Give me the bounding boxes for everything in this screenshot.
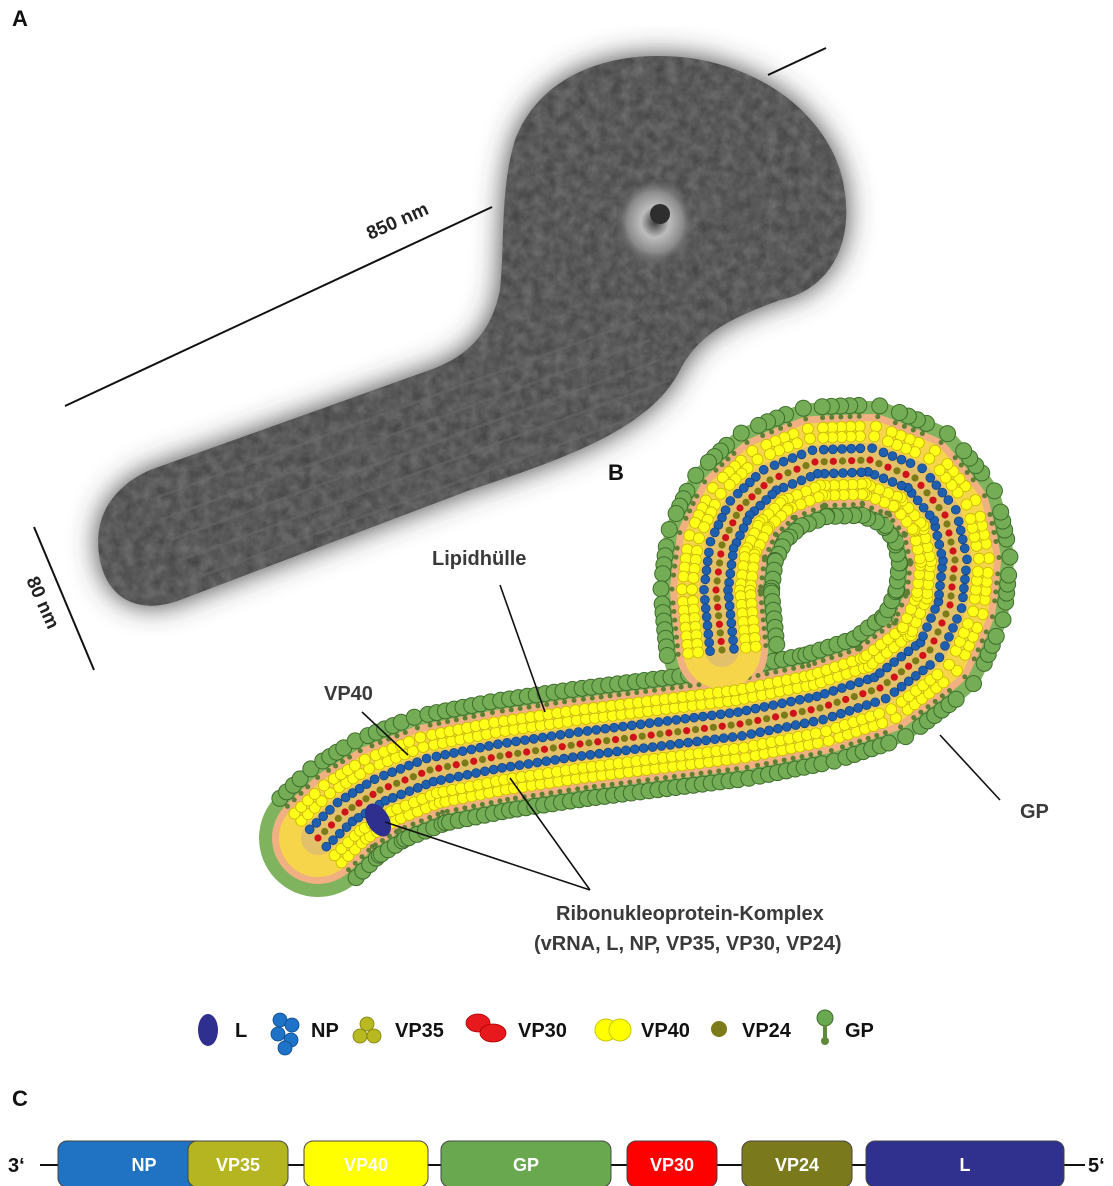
legend-label-vp35: VP35 bbox=[395, 1020, 444, 1042]
gp-spike bbox=[891, 405, 907, 421]
gp-spike bbox=[881, 735, 897, 751]
legend-np: NP bbox=[271, 1013, 339, 1055]
length-measure-label: 850 nm bbox=[363, 199, 431, 245]
gene-gp: GP bbox=[441, 1141, 611, 1186]
legend-vp40: VP40 bbox=[595, 1019, 690, 1042]
gp-spike bbox=[751, 417, 767, 433]
label-rnp-line1: Ribonukleoprotein-Komplex bbox=[556, 903, 824, 925]
label-lipid: Lipidhülle bbox=[432, 548, 526, 570]
gp-spike bbox=[872, 398, 888, 414]
legend-vp24: VP24 bbox=[711, 1020, 792, 1042]
legend-label-l: L bbox=[235, 1020, 247, 1042]
gene-vp35: VP35 bbox=[188, 1141, 288, 1186]
panel-c: C 3‘ 5‘ NP VP35 VP40 GP VP30 VP24 L bbox=[8, 1086, 1105, 1186]
gp-spike bbox=[655, 566, 671, 582]
gp-spike bbox=[986, 483, 1002, 499]
vp35-cluster-icon bbox=[353, 1017, 381, 1043]
gene-label: L bbox=[960, 1155, 971, 1175]
gp-spike bbox=[733, 425, 749, 441]
panel-b-label: B bbox=[608, 460, 624, 485]
gp-spike bbox=[659, 647, 675, 663]
gp-spike bbox=[898, 729, 914, 745]
panel-a-label: A bbox=[12, 6, 28, 31]
genome-3prime-label: 3‘ bbox=[8, 1155, 25, 1177]
gp-spike bbox=[993, 504, 1009, 520]
label-rnp-line2: (vRNA, L, NP, VP35, VP30, VP24) bbox=[534, 933, 842, 955]
label-gp: GP bbox=[1020, 801, 1049, 823]
genome-5prime-label: 5‘ bbox=[1088, 1155, 1105, 1177]
legend-vp30: VP30 bbox=[466, 1014, 567, 1042]
legend-label-vp30: VP30 bbox=[518, 1020, 567, 1042]
gp-spike bbox=[688, 467, 704, 483]
gp-spike bbox=[988, 628, 1004, 644]
vp30-pair-icon bbox=[466, 1014, 506, 1042]
gp-spike-icon bbox=[817, 1010, 833, 1045]
gp-spike bbox=[661, 522, 677, 538]
gene-label: GP bbox=[513, 1155, 539, 1175]
gene-map: NP VP35 VP40 GP VP30 VP24 L bbox=[58, 1141, 1064, 1186]
legend-vp35: VP35 bbox=[353, 1017, 444, 1043]
gene-vp30: VP30 bbox=[627, 1141, 717, 1186]
gp-spike bbox=[1001, 567, 1017, 583]
gp-spike bbox=[956, 443, 972, 459]
gene-label: NP bbox=[131, 1155, 156, 1175]
gp-spike bbox=[1002, 549, 1018, 565]
legend-l: L bbox=[198, 1014, 247, 1046]
gp-spike bbox=[995, 612, 1011, 628]
gp-spike bbox=[966, 676, 982, 692]
gene-vp40: VP40 bbox=[304, 1141, 428, 1186]
legend-label-vp24: VP24 bbox=[742, 1020, 792, 1042]
legend-gp: GP bbox=[817, 1010, 874, 1045]
np-cluster-icon bbox=[271, 1013, 299, 1055]
gene-vp24: VP24 bbox=[742, 1141, 852, 1186]
legend: L NP VP35 VP30 VP40 bbox=[198, 1010, 874, 1055]
legend-label-vp40: VP40 bbox=[641, 1020, 690, 1042]
gp-spike bbox=[668, 506, 684, 522]
panel-c-label: C bbox=[12, 1086, 28, 1111]
gp-spike bbox=[653, 581, 669, 597]
gene-label: VP30 bbox=[650, 1155, 694, 1175]
label-vp40: VP40 bbox=[324, 683, 373, 705]
gp-spike bbox=[769, 637, 785, 653]
gp-spike bbox=[940, 426, 956, 442]
vp40-pair-icon bbox=[595, 1019, 631, 1041]
legend-label-gp: GP bbox=[845, 1020, 874, 1042]
gp-spike bbox=[700, 454, 716, 470]
width-scale: 80 nm bbox=[21, 527, 94, 670]
gene-label: VP40 bbox=[344, 1155, 388, 1175]
gene-label: VP24 bbox=[775, 1155, 819, 1175]
gene-l: L bbox=[866, 1141, 1064, 1186]
gp-spike bbox=[795, 400, 811, 416]
gp-spike bbox=[948, 691, 964, 707]
vp24-dot-icon bbox=[711, 1021, 727, 1037]
gp-spike bbox=[814, 399, 830, 415]
l-oval-icon bbox=[198, 1014, 218, 1046]
legend-label-np: NP bbox=[311, 1020, 339, 1042]
gene-label: VP35 bbox=[216, 1155, 260, 1175]
